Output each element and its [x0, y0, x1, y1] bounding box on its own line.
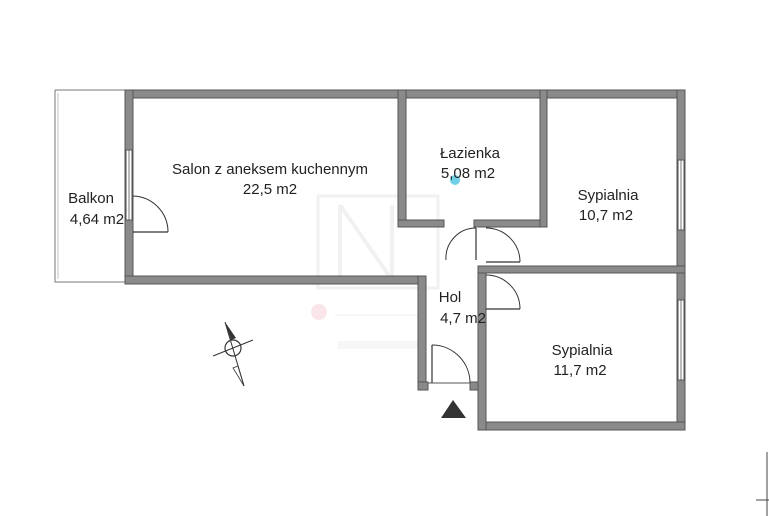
room-area-balkon: 4,64 m2	[70, 211, 124, 228]
room-area-lazienka: 5,08 m2	[441, 165, 495, 182]
room-area-sypialnia-1: 10,7 m2	[579, 207, 633, 224]
room-name-lazienka: Łazienka	[440, 145, 501, 162]
room-name-sypialnia-1: Sypialnia	[578, 187, 640, 204]
room-area-salon: 22,5 m2	[243, 181, 297, 198]
watermark-logo	[311, 194, 440, 349]
room-area-sypialnia-2: 11,7 m2	[553, 362, 606, 379]
room-name-hol: Hol	[439, 289, 462, 306]
entrance-arrow-icon	[441, 400, 466, 418]
corner-mark	[756, 452, 769, 516]
balcony-outline	[54, 89, 126, 283]
room-name-salon: Salon z aneksem kuchennym	[172, 161, 368, 178]
room-area-hol: 4,7 m2	[440, 310, 486, 327]
compass-icon	[212, 321, 254, 387]
room-name-balkon: Balkon	[68, 190, 114, 207]
walls	[124, 89, 686, 431]
windows	[125, 149, 685, 381]
watermark-dot	[311, 304, 327, 320]
bathroom-marker	[450, 175, 460, 185]
room-name-sypialnia-2: Sypialnia	[552, 342, 614, 359]
doors	[132, 195, 521, 384]
